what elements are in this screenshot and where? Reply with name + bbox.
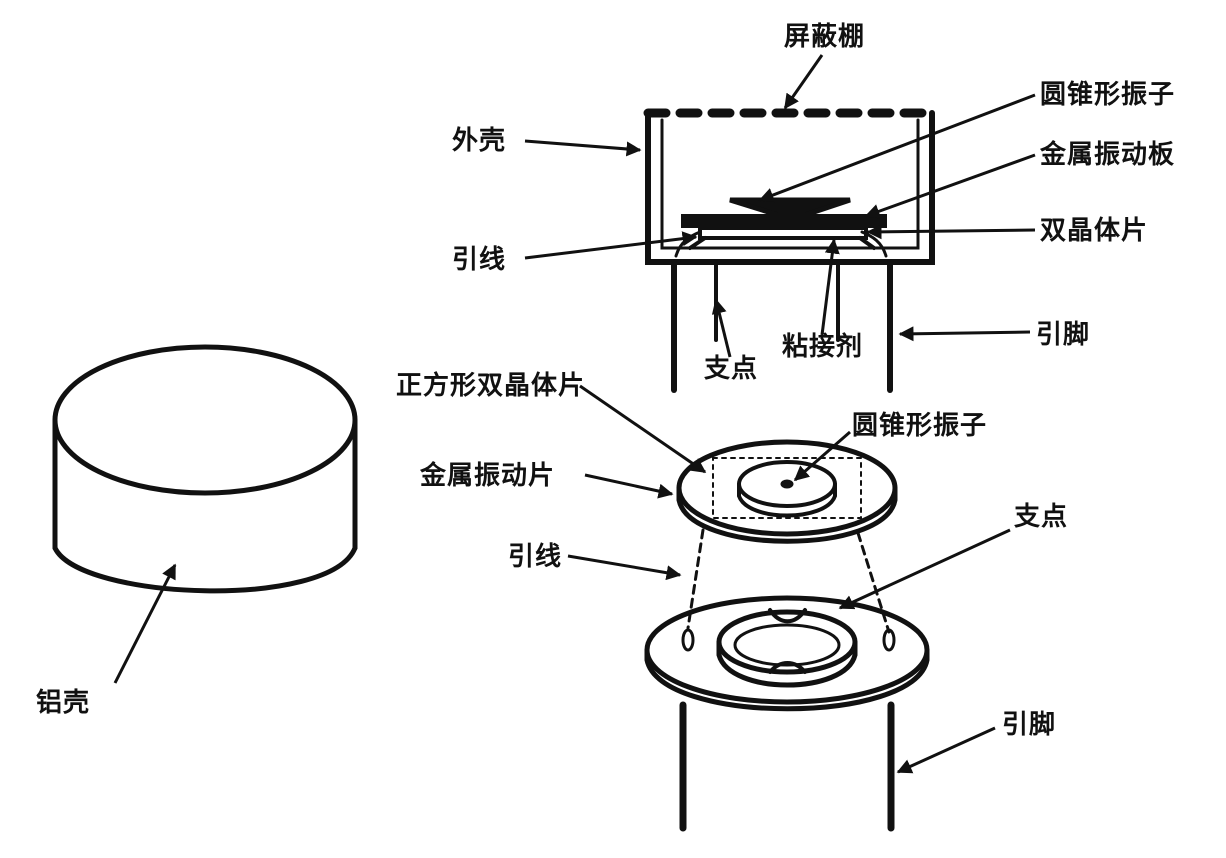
label-aluminum-shell: 铝壳 (36, 688, 91, 718)
label-shield: 屏蔽棚 (784, 22, 866, 52)
label-metal-diaphragm: 金属振动板 (1040, 140, 1176, 170)
label-square-bimorph: 正方形双晶体片 (396, 371, 586, 401)
label-lead-top: 引线 (452, 245, 507, 275)
label-pin-bottom: 引脚 (1002, 710, 1057, 740)
cone-vibrator (729, 197, 851, 218)
label-metal-sheet: 金属振动片 (420, 461, 556, 491)
aluminum-shell-drawing (52, 344, 358, 594)
label-bimorph-top: 双晶体片 (1040, 216, 1149, 246)
bimorph-plate (698, 226, 868, 240)
metal-diaphragm (681, 214, 887, 228)
leader-arrows (113, 54, 1036, 774)
vibrating-disc-drawing (676, 439, 898, 634)
label-pin-top: 引脚 (1036, 320, 1091, 350)
cross-section-drawing (643, 108, 935, 393)
label-fulcrum-top: 支点 (704, 354, 759, 384)
label-shell: 外壳 (452, 126, 507, 156)
base-drawing (644, 595, 930, 832)
label-adhesive: 粘接剂 (782, 332, 864, 362)
label-fulcrum-bottom: 支点 (1014, 502, 1069, 532)
label-lead-bottom: 引线 (508, 542, 563, 572)
label-cone-vibrator-top: 圆锥形振子 (1040, 80, 1176, 110)
label-cone-vibrator-bottom: 圆锥形振子 (852, 411, 988, 441)
outer-shell (645, 110, 935, 265)
